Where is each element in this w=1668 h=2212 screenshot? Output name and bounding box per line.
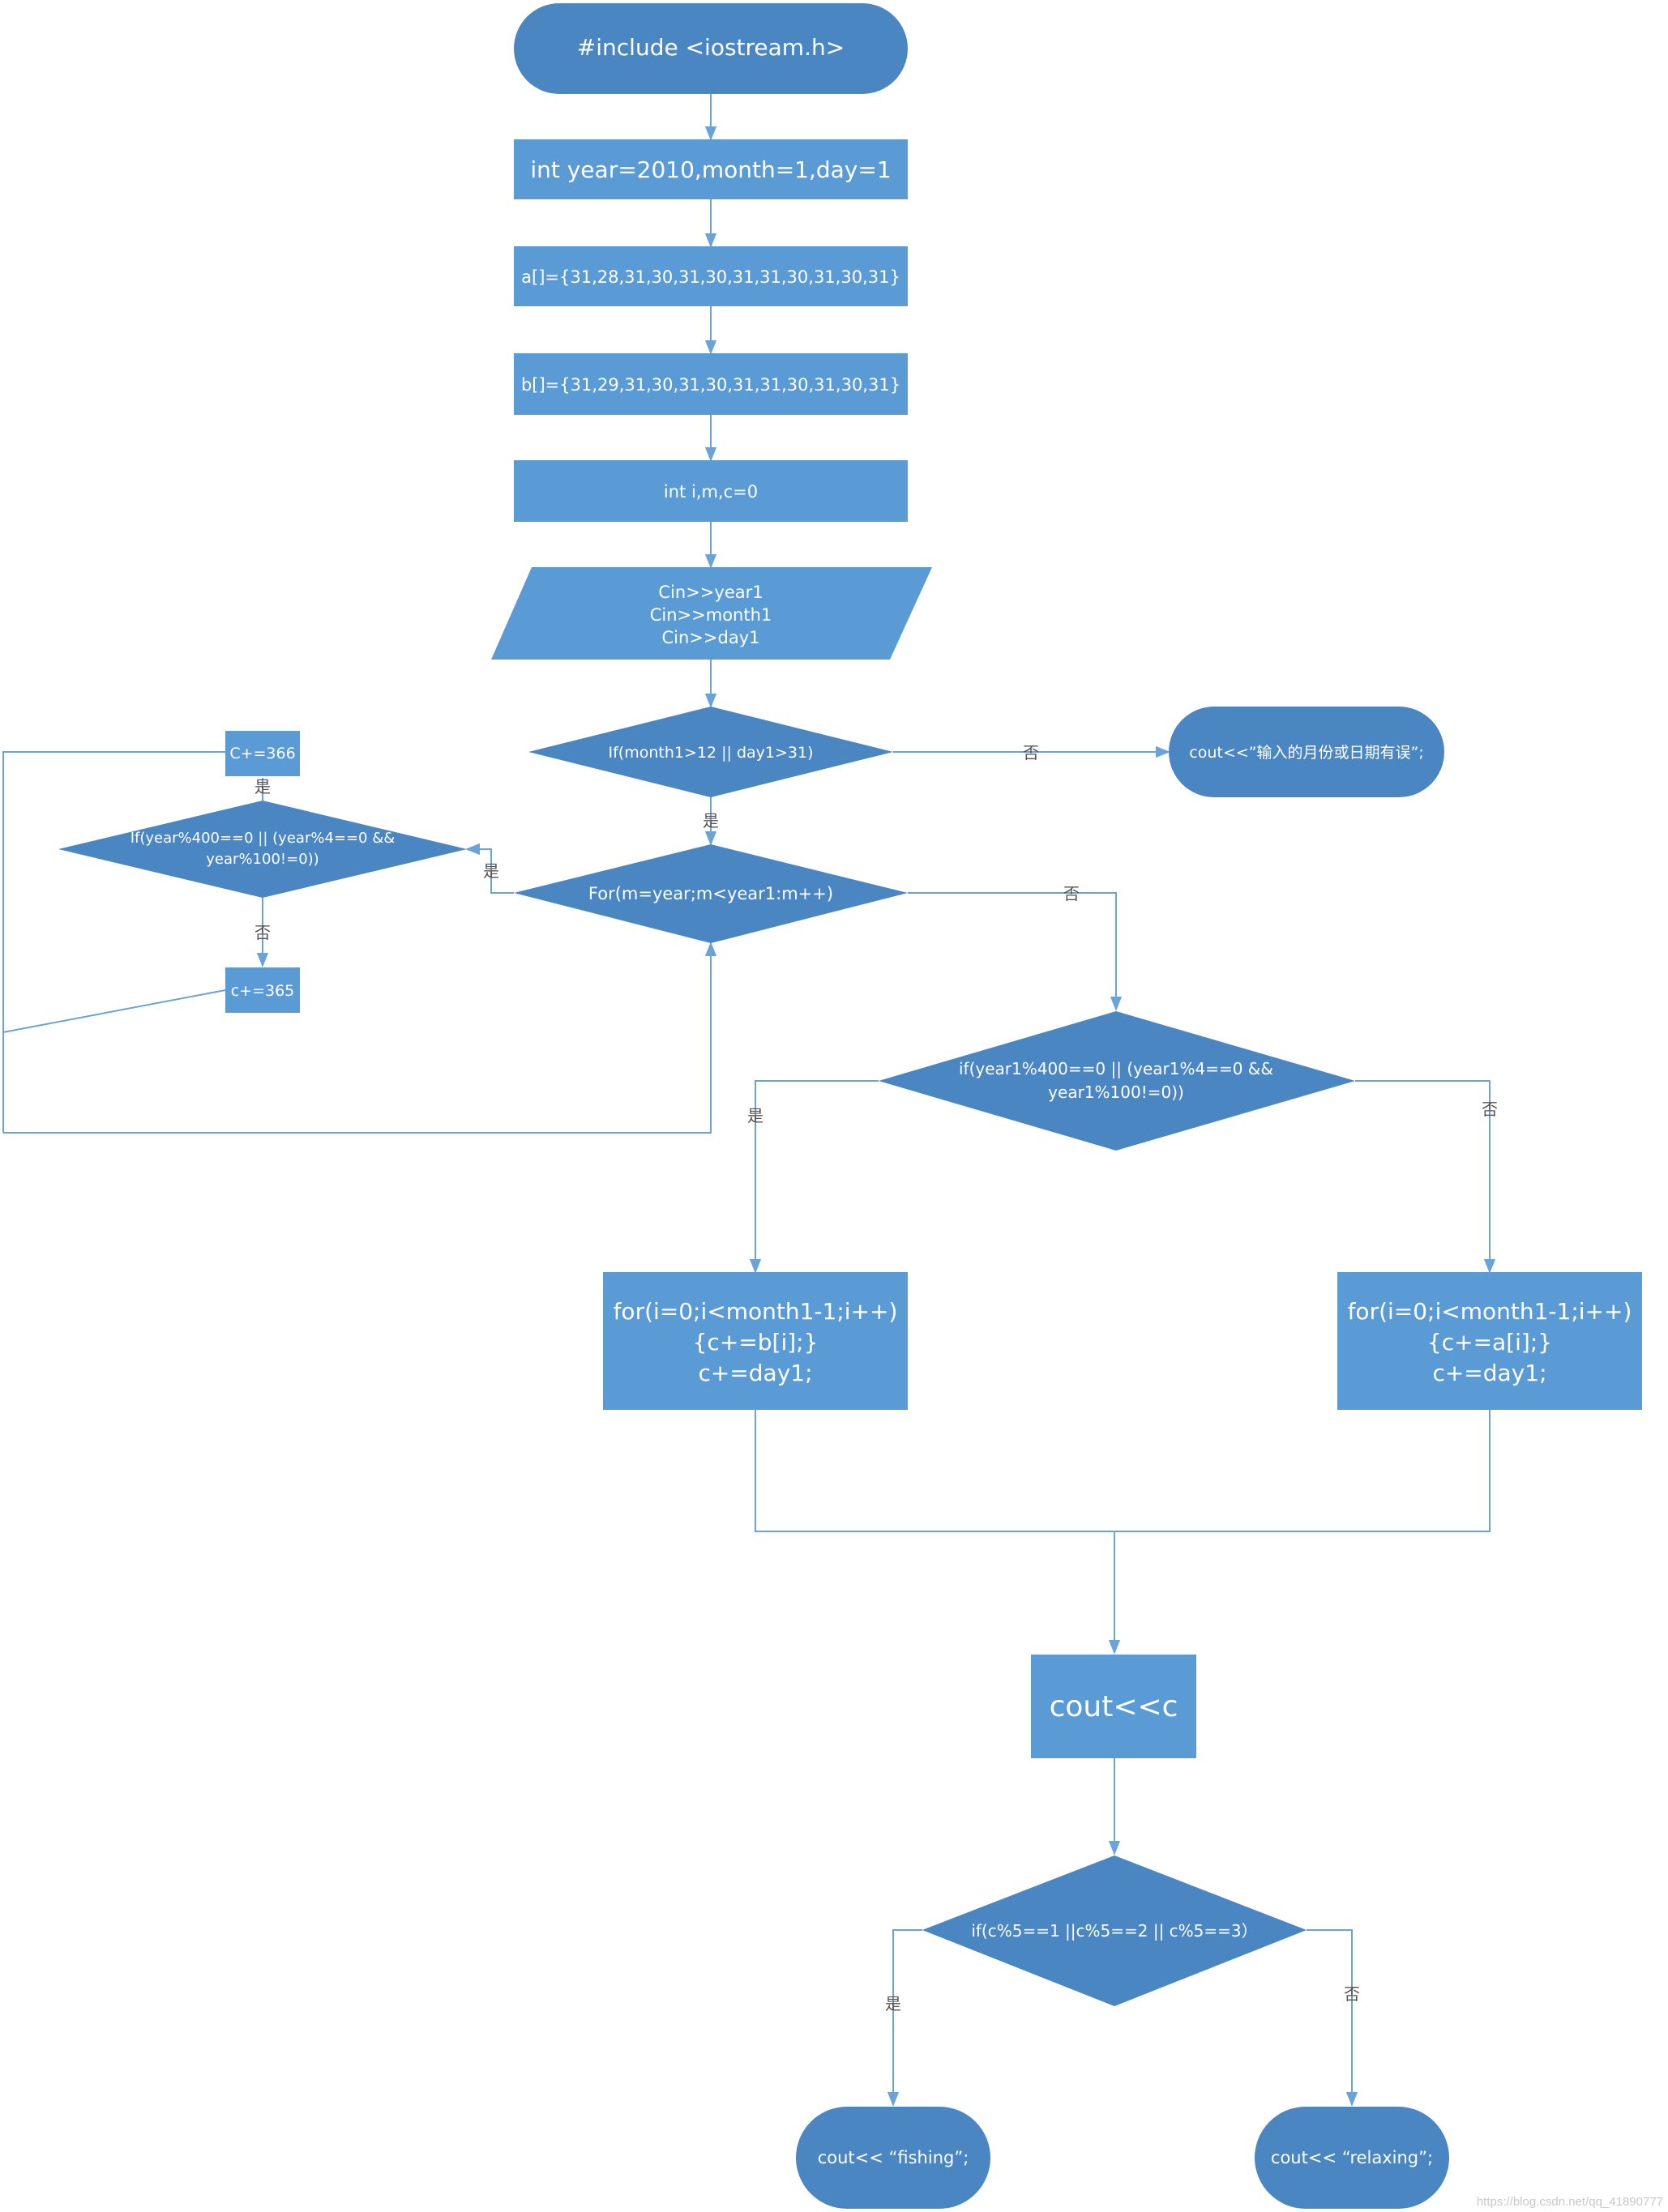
node-init-vars-text: int year=2010,month=1,day=1 xyxy=(530,156,891,183)
edge-year1-to-for-a xyxy=(1355,1080,1496,1274)
node-relaxing-text: cout<< “relaxing”; xyxy=(1271,2148,1433,2167)
edge-mod-to-fishing xyxy=(887,1929,922,2107)
node-mod-check-text: if(c%5==1 ||c%5==2 || c%5==3） xyxy=(971,1921,1257,1941)
edge-for-to-year1-check xyxy=(908,892,1123,1011)
node-leap-check-year1-line-1: if(year1%400==0 || (year1%4==0 && xyxy=(959,1059,1273,1078)
node-mod-check: if(c%5==1 ||c%5==2 || c%5==3） xyxy=(922,1855,1307,2006)
node-include-text: #include <iostream.h> xyxy=(577,34,845,61)
node-init-vars: int year=2010,month=1,day=1 xyxy=(514,139,908,199)
node-input-line-3: Cin>>day1 xyxy=(662,628,760,647)
node-for-loop: For(m=year;m<year1:m++) xyxy=(514,844,908,943)
node-for-loop-text: For(m=year;m<year1:m++) xyxy=(588,884,833,903)
node-for-b-line-1: for(i=0;i<month1-1;i++) xyxy=(614,1298,898,1325)
node-add-366-text: C+=366 xyxy=(229,745,295,762)
label-no-year1: 否 xyxy=(1482,1100,1498,1119)
label-yes-year1: 是 xyxy=(747,1106,763,1125)
node-for-b-line-2: {c+=b[i];} xyxy=(693,1329,819,1356)
edge-mod-to-relaxing xyxy=(1307,1929,1358,2107)
label-yes-leap: 是 xyxy=(254,777,271,796)
connectors xyxy=(2,94,1496,2107)
node-input-line-2: Cin>>month1 xyxy=(650,605,772,625)
node-leap-check-line-1: If(year%400==0 || (year%4==0 && xyxy=(130,830,396,847)
node-leap-check-year1: if(year1%400==0 || (year1%4==0 && year1%… xyxy=(879,1011,1355,1151)
edge-for-b-down xyxy=(755,1410,1491,1532)
node-error-output: cout<<”输入的月份或日期有误”; xyxy=(1169,707,1444,797)
node-for-a-line-2: {c+=a[i];} xyxy=(1427,1329,1552,1356)
node-add-365: c+=365 xyxy=(225,967,300,1013)
node-leap-check: If(year%400==0 || (year%4==0 && year%100… xyxy=(58,801,467,898)
label-yes-check: 是 xyxy=(703,811,719,831)
node-for-a: for(i=0;i<month1-1;i++) {c+=a[i];} c+=da… xyxy=(1337,1272,1642,1410)
node-leap-check-line-2: year%100!=0)) xyxy=(206,851,319,868)
edge-365-loop xyxy=(2,989,226,1033)
node-for-a-line-3: c+=day1; xyxy=(1432,1360,1546,1386)
node-int-vars-text: int i,m,c=0 xyxy=(664,482,758,502)
node-add-366: C+=366 xyxy=(225,731,300,776)
node-relaxing: cout<< “relaxing”; xyxy=(1255,2107,1449,2209)
edge-year1-to-for-b xyxy=(749,1080,879,1274)
label-no-leap: 否 xyxy=(254,923,271,942)
node-array-b-text: b[]={31,29,31,30,31,30,31,31,30,31,30,31… xyxy=(521,375,900,395)
label-no-for: 否 xyxy=(1063,884,1080,903)
node-check-input-text: If(month1>12 || day1>31) xyxy=(609,744,814,762)
node-error-output-text: cout<<”输入的月份或日期有误”; xyxy=(1189,744,1424,762)
node-input-line-1: Cin>>year1 xyxy=(658,583,763,602)
node-array-a: a[]={31,28,31,30,31,30,31,31,30,31,30,31… xyxy=(514,246,908,306)
node-fishing-text: cout<< “fishing”; xyxy=(818,2148,969,2167)
label-no-mod: 否 xyxy=(1344,1984,1360,2004)
node-array-a-text: a[]={31,28,31,30,31,30,31,31,30,31,30,31… xyxy=(521,267,900,287)
node-for-b-line-3: c+=day1; xyxy=(698,1360,812,1386)
node-check-input: If(month1>12 || day1>31) xyxy=(528,707,893,797)
watermark: https://blog.csdn.net/qq_41890777 xyxy=(1477,2195,1663,2209)
label-yes-mod: 是 xyxy=(885,1994,901,2013)
label-no-error: 否 xyxy=(1023,743,1039,762)
node-for-a-line-1: for(i=0;i<month1-1;i++) xyxy=(1348,1298,1632,1325)
edge-labels: 否 是 是 是 否 否 是 否 是 否 xyxy=(254,743,1498,2013)
node-output-c-text: cout<<c xyxy=(1050,1690,1178,1723)
node-input: Cin>>year1 Cin>>month1 Cin>>day1 xyxy=(491,567,932,660)
edge-loop-back-to-for xyxy=(3,942,717,1134)
node-include: #include <iostream.h> xyxy=(514,3,908,94)
node-output-c: cout<<c xyxy=(1031,1655,1196,1758)
node-for-b: for(i=0;i<month1-1;i++) {c+=b[i];} c+=da… xyxy=(603,1272,908,1410)
node-fishing: cout<< “fishing”; xyxy=(796,2107,990,2209)
node-add-365-text: c+=365 xyxy=(231,982,295,1000)
node-int-vars: int i,m,c=0 xyxy=(514,460,908,522)
label-yes-for: 是 xyxy=(483,861,499,881)
node-array-b: b[]={31,29,31,30,31,30,31,31,30,31,30,31… xyxy=(514,353,908,415)
edge-366-loop xyxy=(2,751,225,1133)
edge-for-to-leap xyxy=(465,843,514,894)
node-leap-check-year1-line-2: year1%100!=0)) xyxy=(1048,1083,1184,1102)
